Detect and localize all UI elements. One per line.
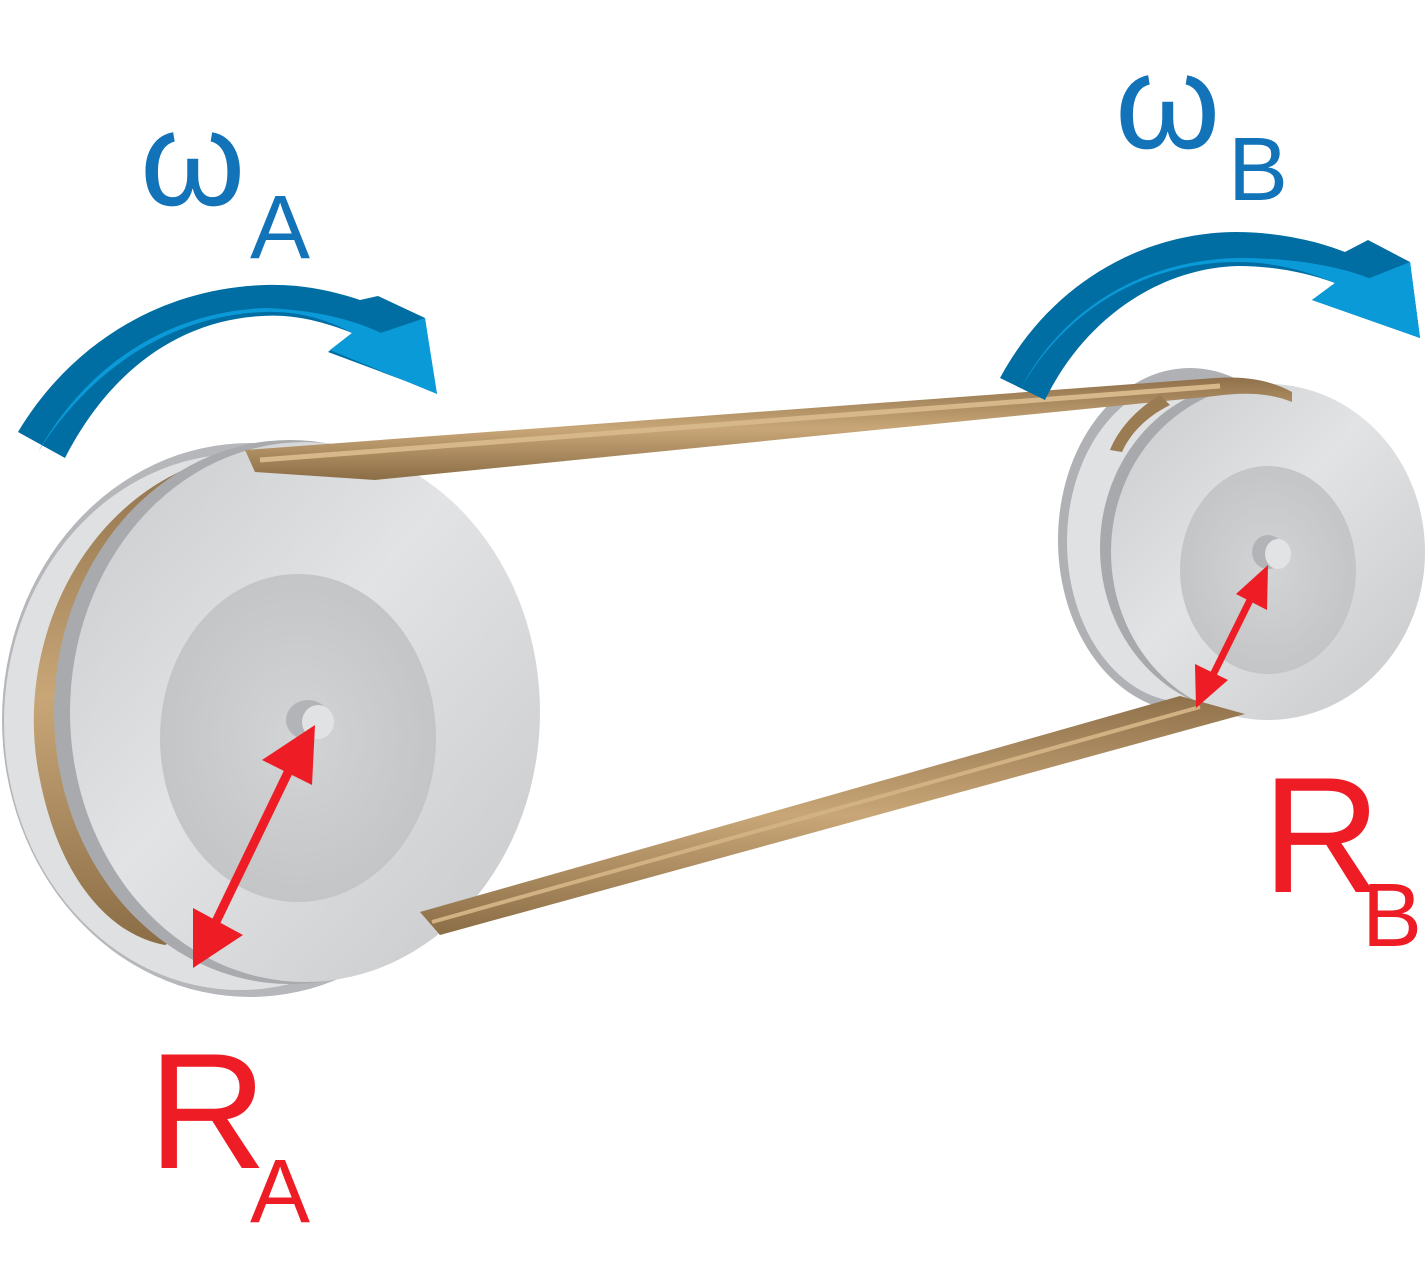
rotation-arrow-a-head (360, 318, 437, 394)
rotation-arrow-a (18, 284, 437, 458)
pulley-b (1058, 368, 1425, 720)
rotation-arrow-b (1000, 232, 1420, 400)
omega-b-symbol: ω (1115, 26, 1220, 177)
belt-bottom-span (420, 696, 1245, 935)
belt-top-span-highlight (259, 383, 1221, 463)
radius-arrow-a-head-top (262, 725, 315, 785)
radius-arrow-b-head-top (1236, 565, 1268, 610)
radius-arrow-a-shaft (207, 756, 300, 932)
radius-arrow-b-shaft (1204, 588, 1259, 687)
belt-bottom-span-highlight (431, 705, 1201, 924)
radius-b-subscript: B (1362, 866, 1422, 966)
radius-arrow-b-head-bottom (1195, 664, 1228, 708)
pulley-a (2, 440, 540, 997)
omega-a-symbol: ω (140, 83, 245, 234)
radius-b-symbol: R (1262, 743, 1381, 927)
pulley-b-axle-hole-inner (1265, 539, 1291, 569)
radius-arrow-a (193, 725, 315, 968)
belt (245, 377, 1292, 935)
radius-a-subscript: A (250, 1142, 310, 1242)
rotation-arrow-a-side (18, 284, 435, 458)
belt-wrap-b (1110, 395, 1170, 452)
omega-a-subscript: A (250, 178, 310, 278)
radius-a-symbol: R (148, 1019, 267, 1203)
radius-arrow-a-head-bottom (193, 908, 243, 968)
omega-b-subscript: B (1228, 120, 1288, 220)
pulley-b-hub (1180, 466, 1356, 674)
radius-arrow-b (1195, 565, 1268, 708)
rotation-arrow-b-head (1340, 262, 1420, 338)
